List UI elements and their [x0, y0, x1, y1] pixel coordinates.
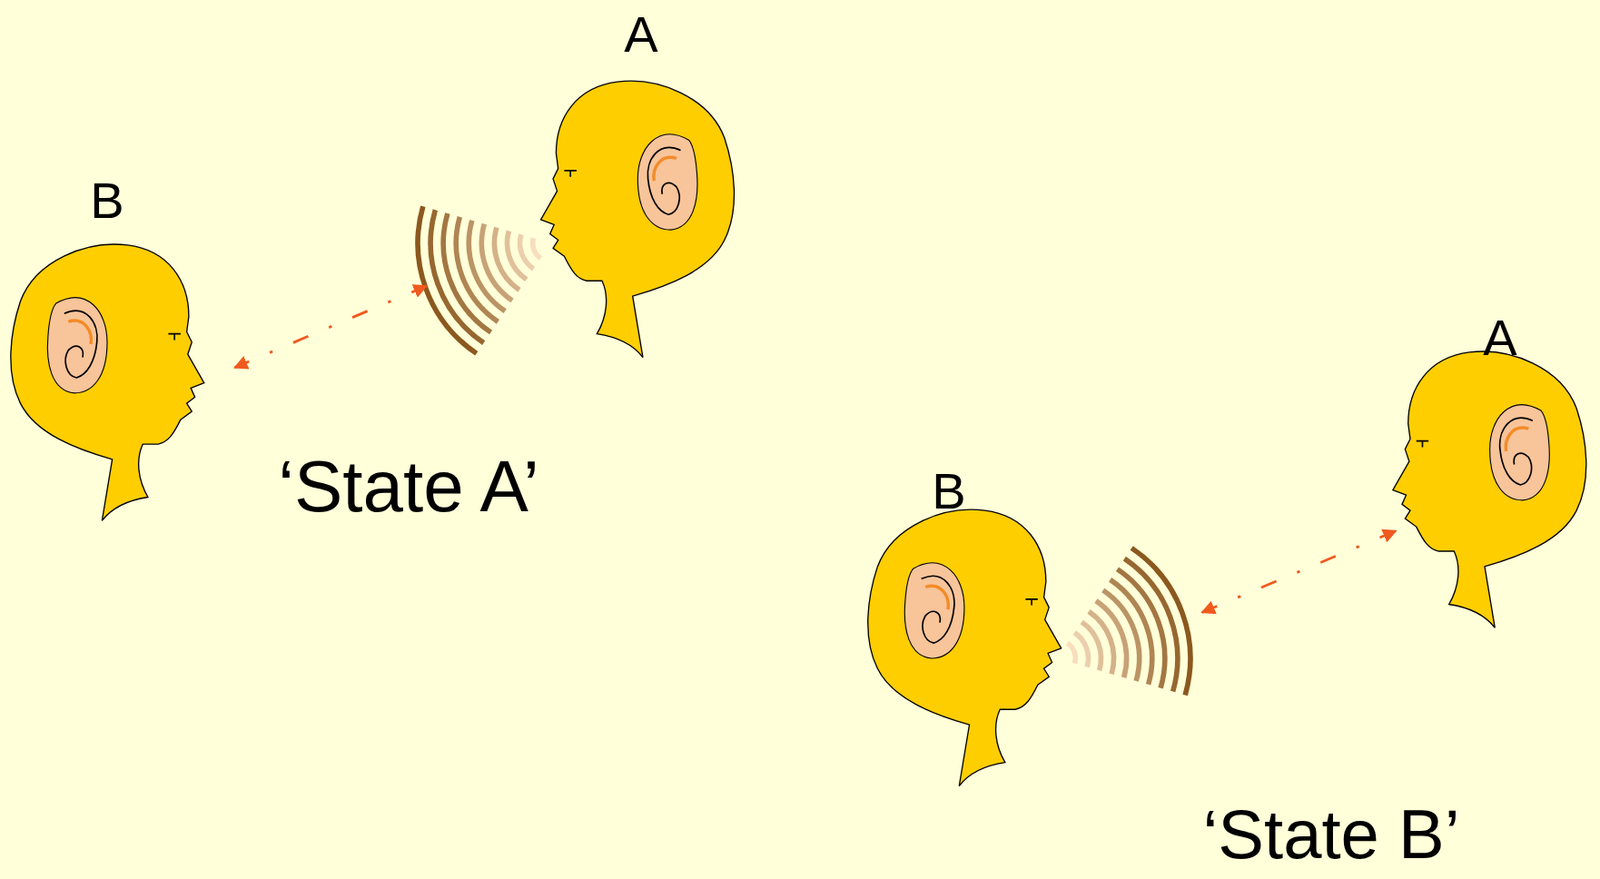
wave-arc — [1116, 569, 1165, 689]
head-a — [1392, 351, 1587, 628]
sound-waves — [417, 206, 541, 354]
speaker-label: B — [89, 175, 124, 227]
state-caption: ‘State A’ — [277, 450, 540, 524]
wave-arc — [1096, 601, 1127, 678]
speaker-label: B — [931, 465, 966, 517]
sound-path-arrow — [234, 286, 426, 368]
head-b — [10, 244, 205, 521]
wave-arc — [533, 237, 542, 258]
speaker-label: A — [1482, 312, 1517, 364]
wave-arc — [1131, 547, 1191, 695]
wave-arc — [1081, 622, 1101, 671]
head-a — [541, 80, 735, 357]
sound-waves — [1066, 547, 1190, 695]
sound-path-arrow — [1202, 531, 1397, 613]
wave-arc — [520, 234, 534, 269]
wave-arc — [493, 227, 519, 290]
head-b — [868, 509, 1062, 786]
wave-arc — [1124, 558, 1177, 692]
wave-arc — [506, 230, 526, 279]
wave-arc — [1074, 632, 1088, 668]
wave-arc — [1066, 642, 1076, 663]
wave-arc — [481, 224, 513, 301]
wave-arc — [1088, 611, 1114, 674]
state-caption: ‘State B’ — [1202, 800, 1460, 870]
wave-arc — [417, 206, 477, 354]
speaker-label: A — [623, 9, 658, 60]
wave-arc — [443, 213, 491, 333]
wave-arc — [430, 209, 484, 343]
